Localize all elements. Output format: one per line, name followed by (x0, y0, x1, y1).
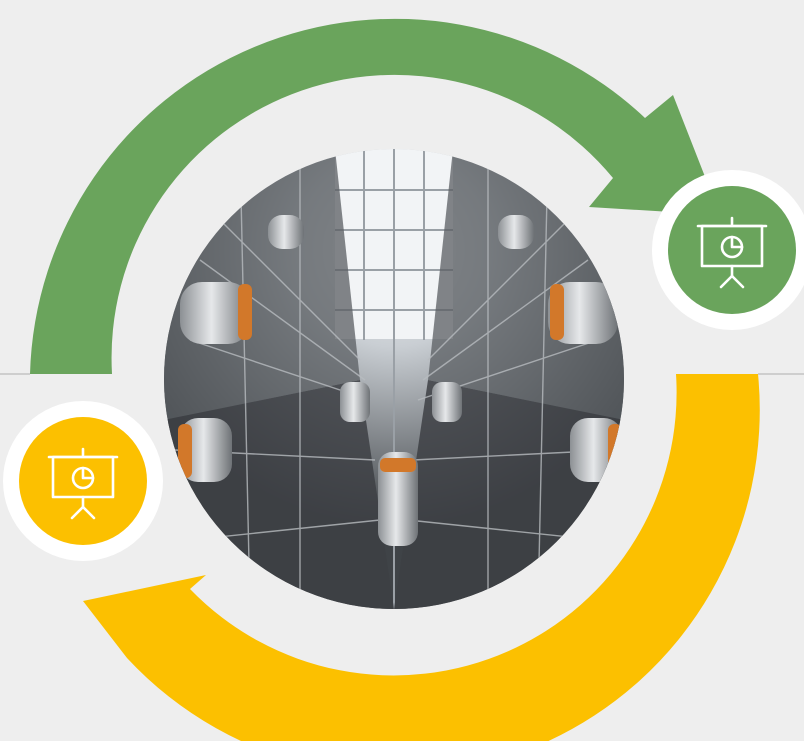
presentation-board-icon (47, 447, 119, 520)
green-cycle-arrow (30, 18, 720, 374)
green-step-badge (652, 170, 804, 330)
presentation-board-icon (696, 216, 768, 289)
yellow-cycle-arrow (83, 374, 760, 741)
elevator-shaft-photo (164, 149, 624, 609)
elevator-pods (178, 215, 622, 546)
yellow-step-badge (3, 401, 163, 561)
